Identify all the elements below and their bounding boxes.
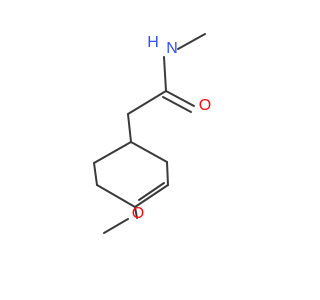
carbonyl-double-bond-a xyxy=(165,90,195,107)
amide-hydrogen-label: H xyxy=(147,34,159,51)
o-methyl-bond xyxy=(103,218,129,234)
amide-nitrogen-label: N xyxy=(166,40,178,57)
carbonyl-double-bond-b xyxy=(162,96,192,113)
ring-bond-2 xyxy=(93,162,98,186)
n-carbonyl-bond xyxy=(163,56,167,92)
ring-bond-6 xyxy=(130,141,168,163)
ether-oxygen-label: O xyxy=(132,205,144,222)
ring-ether-bond xyxy=(134,206,138,219)
ring-bond-4 xyxy=(134,184,169,208)
carbonyl-ch2-bond xyxy=(127,90,167,115)
ring-bond-3 xyxy=(96,184,136,208)
structure-diagram: N H O O xyxy=(93,33,211,234)
molecule-canvas: N H O O xyxy=(93,33,212,234)
ring-bond-5 xyxy=(166,161,169,186)
n-methyl-bond xyxy=(177,33,206,50)
ring-double-bond-inner xyxy=(138,182,165,201)
ring-bond-1 xyxy=(93,141,132,164)
carbonyl-oxygen-label: O xyxy=(199,97,211,114)
ch2-ring-bond xyxy=(127,113,132,143)
